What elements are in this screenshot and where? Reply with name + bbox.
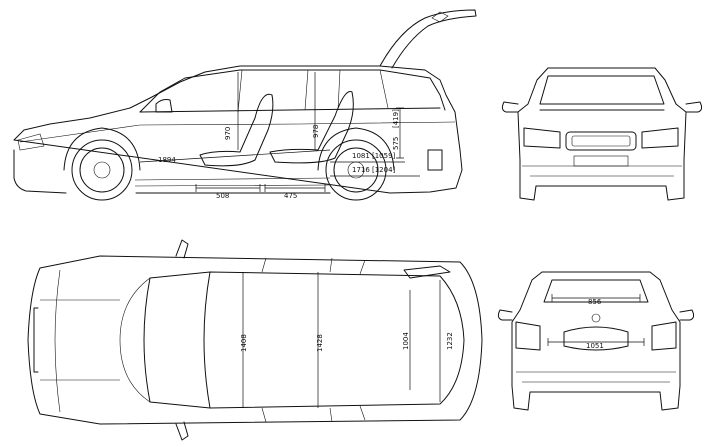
dim-1081: 1081 xyxy=(352,152,370,160)
dim-1059: [1059] xyxy=(372,152,396,160)
side-view xyxy=(13,9,477,201)
dim-1894: 1894 xyxy=(158,156,176,164)
side-tailgate xyxy=(379,9,477,69)
side-rear-wheel xyxy=(325,139,387,201)
dim-475: 475 xyxy=(284,192,297,200)
dim-508: 508 xyxy=(216,192,229,200)
rear-body-outline xyxy=(511,271,681,411)
dim-1428: 1428 xyxy=(316,334,324,352)
side-body-outline xyxy=(13,65,463,194)
dim-1408: 1408 xyxy=(240,334,248,352)
side-rear-seat xyxy=(269,91,354,164)
rear-view xyxy=(497,271,695,411)
dim-1051: 1051 xyxy=(586,342,604,350)
side-front-seat xyxy=(199,93,274,167)
front-body-outline xyxy=(517,67,687,201)
dim-419: [419] xyxy=(392,109,400,128)
side-front-wheel xyxy=(71,139,133,201)
dim-856: 856 xyxy=(588,298,602,306)
front-view xyxy=(501,67,703,201)
side-window-line xyxy=(139,69,446,113)
front-windshield xyxy=(539,75,665,105)
dim-1004: 1004 xyxy=(402,332,410,350)
top-view xyxy=(27,239,483,441)
dim-1204: [1204] xyxy=(372,166,396,174)
side-window-bottom xyxy=(139,107,441,113)
dim-575: 575 xyxy=(392,137,400,150)
dim-978: 978 xyxy=(312,125,320,138)
dim-970: 970 xyxy=(224,127,232,140)
top-roof xyxy=(143,271,465,409)
dim-1232: 1232 xyxy=(446,332,454,350)
rear-window xyxy=(543,279,649,303)
top-body-outline xyxy=(27,255,483,425)
dim-1716: 1716 xyxy=(352,166,370,174)
front-grille xyxy=(565,131,637,151)
